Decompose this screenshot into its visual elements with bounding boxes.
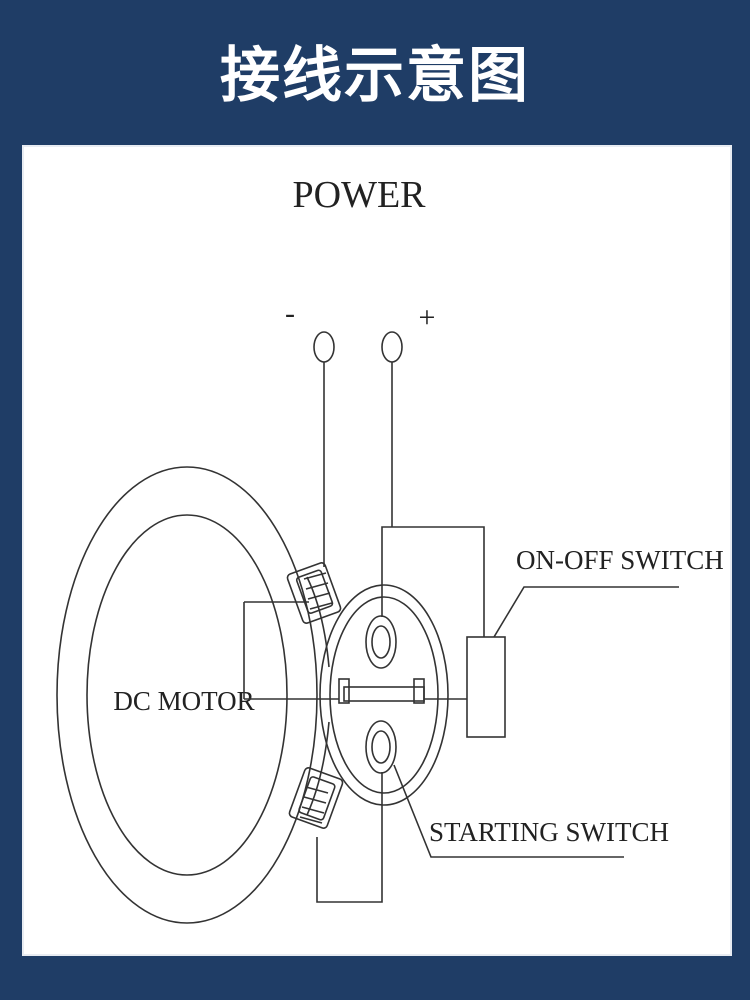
on-off-switch-label: ON-OFF SWITCH (516, 545, 724, 575)
starting-switch (319, 584, 449, 806)
lower-bolt-icon (288, 767, 344, 829)
page-title: 接线示意图 (220, 40, 530, 111)
power-label: POWER (293, 174, 427, 216)
wiring-diagram-panel: POWER - + DC MOTOR (22, 145, 732, 956)
power-to-switch-wire (381, 526, 485, 637)
header-bar: 接线示意图 (0, 0, 750, 140)
starting-switch-label: STARTING SWITCH (429, 817, 669, 847)
minus-symbol: - (285, 297, 295, 330)
starting-switch-leader (393, 764, 624, 858)
lower-loop-wire (316, 772, 383, 903)
plus-symbol: + (419, 301, 436, 334)
dc-motor-label: DC MOTOR (113, 686, 254, 716)
wiring-diagram: POWER - + DC MOTOR (56, 174, 724, 924)
motor-to-solenoid-wire (243, 601, 339, 700)
positive-terminal (381, 331, 403, 527)
upper-bolt-icon (286, 562, 342, 624)
on-off-switch-leader (493, 586, 679, 638)
on-off-switch (424, 636, 506, 738)
negative-terminal (313, 331, 335, 567)
